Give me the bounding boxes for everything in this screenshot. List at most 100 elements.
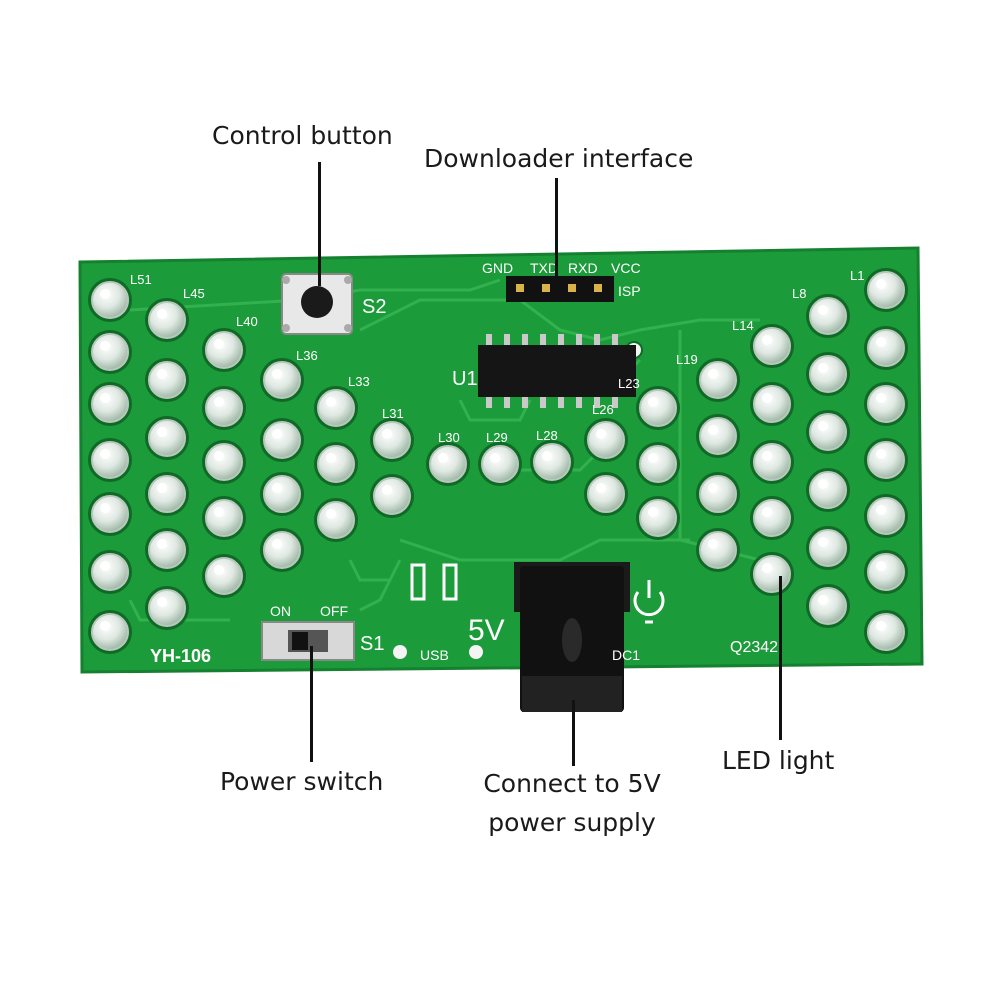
led-highlight	[157, 483, 167, 493]
led-highlight	[214, 397, 224, 407]
led-highlight	[490, 453, 500, 463]
led-ref-label: L8	[792, 286, 806, 301]
voltage-label: 5V	[468, 614, 505, 647]
led-highlight	[326, 453, 336, 463]
led-highlight	[326, 397, 336, 407]
led	[699, 417, 737, 455]
leader-downloader	[555, 178, 558, 282]
led	[148, 475, 186, 513]
led-highlight	[100, 289, 110, 299]
led	[91, 613, 129, 651]
led	[91, 495, 129, 533]
led	[809, 355, 847, 393]
led-highlight	[100, 503, 110, 513]
led-highlight	[762, 393, 772, 403]
led	[373, 421, 411, 459]
led	[205, 443, 243, 481]
led-ref-label: L1	[850, 268, 864, 283]
button-ref-label: S2	[362, 296, 386, 318]
power-switch-component	[261, 621, 355, 661]
callout-power-supply-line2: power supply	[488, 807, 656, 837]
led	[639, 389, 677, 427]
callout-downloader-interface: Downloader interface	[424, 144, 694, 173]
led-highlight	[157, 597, 167, 607]
led	[205, 557, 243, 595]
led-ref-label: L33	[348, 374, 370, 389]
led	[317, 501, 355, 539]
led-highlight	[157, 369, 167, 379]
leader-power-switch	[310, 646, 313, 762]
dc-power-jack	[514, 562, 630, 712]
led	[91, 441, 129, 479]
header-pin-label: TXD	[530, 260, 558, 276]
led	[481, 445, 519, 483]
led-highlight	[542, 451, 552, 461]
chip-ref-label: U1	[452, 368, 478, 390]
led	[263, 361, 301, 399]
callout-control-button: Control button	[212, 121, 393, 150]
jack-ref-label: DC1	[612, 647, 640, 663]
led-highlight	[818, 537, 828, 547]
led	[699, 475, 737, 513]
silk-slot-left	[410, 563, 426, 601]
led-ref-label: L26	[592, 402, 614, 417]
led	[753, 499, 791, 537]
led	[639, 445, 677, 483]
led-highlight	[818, 363, 828, 373]
led	[753, 443, 791, 481]
led	[587, 421, 625, 459]
led	[263, 475, 301, 513]
leader-led-light	[779, 576, 782, 740]
led	[867, 329, 905, 367]
led	[867, 553, 905, 591]
led-highlight	[100, 393, 110, 403]
leader-power-supply	[572, 700, 575, 766]
led-highlight	[272, 539, 282, 549]
led-highlight	[272, 483, 282, 493]
led	[148, 589, 186, 627]
led-highlight	[326, 509, 336, 519]
led-highlight	[438, 453, 448, 463]
led-highlight	[100, 449, 110, 459]
batch-code-label: Q2342	[730, 639, 778, 656]
led-highlight	[876, 449, 886, 459]
led-highlight	[214, 565, 224, 575]
led-highlight	[818, 479, 828, 489]
led-highlight	[157, 427, 167, 437]
led-highlight	[708, 369, 718, 379]
led	[263, 421, 301, 459]
led-highlight	[596, 483, 606, 493]
led-highlight	[648, 507, 658, 517]
switch-off-label: OFF	[320, 603, 348, 619]
led	[867, 271, 905, 309]
led	[587, 475, 625, 513]
header-pin-label: VCC	[611, 260, 641, 276]
led	[533, 443, 571, 481]
led	[205, 499, 243, 537]
led-highlight	[100, 561, 110, 571]
led-highlight	[818, 421, 828, 431]
led	[91, 333, 129, 371]
led	[809, 297, 847, 335]
callout-power-supply: Connect to 5V power supply	[462, 768, 682, 839]
control-button-component	[281, 273, 353, 335]
led-highlight	[214, 451, 224, 461]
led	[867, 385, 905, 423]
callout-power-supply-line1: Connect to 5V	[483, 769, 661, 798]
led-highlight	[876, 505, 886, 515]
led	[317, 445, 355, 483]
led	[699, 361, 737, 399]
model-label: YH-106	[150, 646, 211, 666]
led-ref-label: L19	[676, 352, 698, 367]
led-highlight	[762, 507, 772, 517]
led	[91, 385, 129, 423]
led	[91, 281, 129, 319]
led-highlight	[596, 429, 606, 439]
led	[639, 499, 677, 537]
led	[867, 441, 905, 479]
led-ref-label: L51	[130, 272, 152, 287]
callout-led-light: LED light	[722, 746, 835, 775]
